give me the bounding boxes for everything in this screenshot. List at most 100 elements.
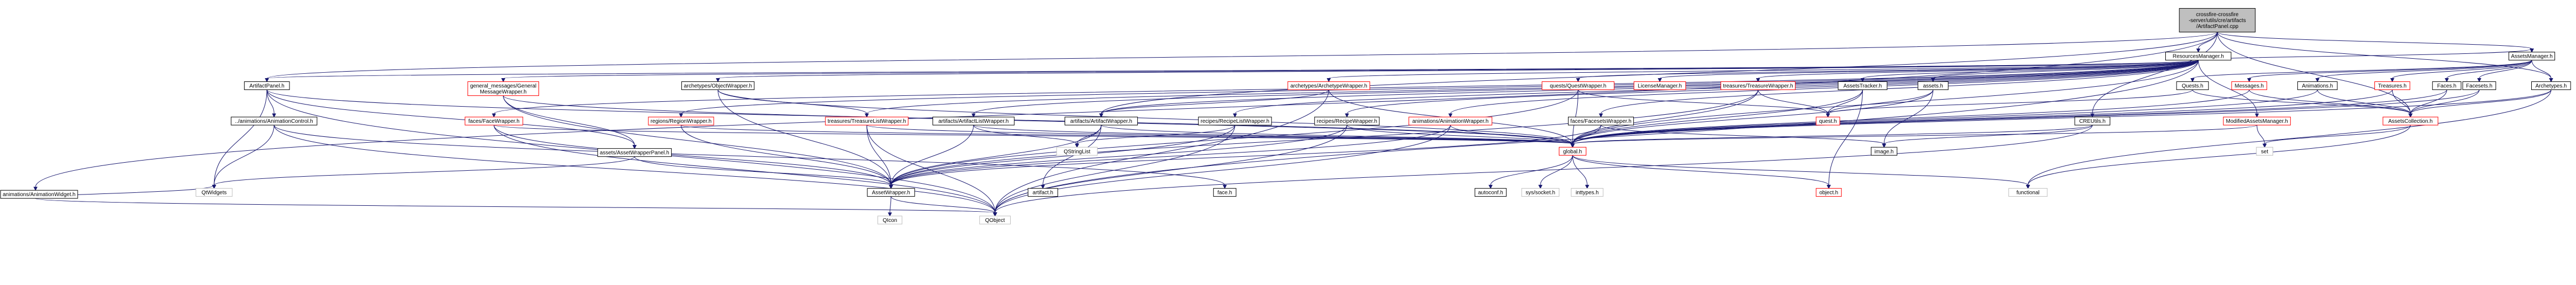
node-face[interactable]: face.h bbox=[1213, 188, 1237, 197]
node-label: AssetsTracker.h bbox=[1843, 84, 1882, 89]
node-global[interactable]: global.h bbox=[1558, 147, 1586, 156]
edge-line bbox=[266, 32, 2218, 79]
node-box bbox=[1521, 188, 1559, 197]
node-archetypewrapper[interactable]: archetypes/ArchetypeWrapper.h bbox=[1287, 81, 1370, 91]
edge-line bbox=[503, 60, 2199, 79]
edge-arrowhead bbox=[971, 113, 976, 118]
edge-arrowhead bbox=[33, 186, 38, 191]
edge-line bbox=[266, 60, 2199, 79]
node-recipewrapper[interactable]: recipes/RecipeWrapper.h bbox=[1314, 116, 1380, 126]
node-modifiedassetsmanager[interactable]: ModifiedAssetsManager.h bbox=[2223, 116, 2291, 126]
edge-arrowhead bbox=[1860, 78, 1865, 82]
node-animations[interactable]: Animations.h bbox=[2297, 81, 2338, 91]
node-root: crossfire-crossfire-server/utils/cre/art… bbox=[2179, 8, 2256, 33]
node-treasurelistwrapper[interactable]: treasures/TreasureListWrapper.h bbox=[825, 116, 909, 126]
node-questwrapper[interactable]: quests/QuestWrapper.h bbox=[1542, 81, 1615, 91]
edge-global-to-syssocket bbox=[1538, 155, 1573, 189]
edge-line bbox=[890, 125, 1235, 185]
node-animationwrapper[interactable]: animations/AnimationWrapper.h bbox=[1408, 116, 1493, 126]
edge-animationwrapper-to-assetwrapper bbox=[889, 125, 1451, 189]
node-recipelistwrapper[interactable]: recipes/RecipeListWrapper.h bbox=[1198, 116, 1272, 126]
edge-arrowhead bbox=[1576, 78, 1580, 82]
edge-assetsmanager-to-archetypes bbox=[2531, 60, 2553, 82]
node-label: quest.h bbox=[1819, 119, 1837, 124]
edge-animationcontrol-to-qtwidgets bbox=[212, 125, 274, 189]
node-quests[interactable]: Quests.h bbox=[2176, 81, 2209, 91]
node-facesetswrapper[interactable]: faces/FacesetsWrapper.h bbox=[1567, 116, 1634, 126]
edge-line bbox=[1932, 60, 2199, 79]
edge-arrowhead bbox=[1327, 78, 1331, 82]
node-facesets[interactable]: Facesets.h bbox=[2462, 81, 2496, 91]
node-licensemanager[interactable]: LicenseManager.h bbox=[1633, 81, 1686, 91]
edge-assetwrapperpanel-to-assetwrapper bbox=[634, 156, 893, 189]
edge-line bbox=[1572, 89, 2552, 144]
node-label: regions/RegionWrapper.h bbox=[651, 119, 712, 124]
node-animationwidget[interactable]: animations/AnimationWidget.h bbox=[0, 190, 78, 199]
node-assetwrapper[interactable]: AssetWrapper.h bbox=[867, 188, 915, 197]
edge-line bbox=[1600, 60, 2199, 114]
edge-line bbox=[866, 125, 892, 185]
node-box bbox=[1720, 81, 1796, 91]
node-archetypes[interactable]: Archetypes.h bbox=[2531, 81, 2571, 91]
edge-line bbox=[493, 124, 1573, 144]
edge-line bbox=[717, 89, 867, 114]
node-artifactlistwrapper[interactable]: artifacts/ArtifactListWrapper.h bbox=[933, 116, 1015, 126]
node-autoconf[interactable]: autoconf.h bbox=[1474, 188, 1507, 197]
node-assetscollection[interactable]: AssetsCollection.h bbox=[2382, 116, 2439, 126]
edge-line bbox=[1572, 89, 2480, 144]
edge-line bbox=[995, 125, 1235, 213]
node-assetwrapperpanel[interactable]: assets/AssetWrapperPanel.h bbox=[597, 148, 672, 157]
edge-line bbox=[1076, 124, 1235, 144]
node-artifactpanel[interactable]: ArtifactPanel.h bbox=[244, 81, 290, 91]
edge-resourcesmanager-to-artifactpanel bbox=[265, 60, 2199, 82]
edge-arrowhead bbox=[1826, 113, 1830, 118]
edge-line bbox=[213, 125, 274, 185]
node-box bbox=[2223, 116, 2291, 126]
node-box bbox=[1056, 147, 1098, 156]
node-artifactwrapper[interactable]: artifacts/ArtifactWrapper.h bbox=[1065, 116, 1138, 126]
node-treasurewrapper[interactable]: treasures/TreasureWrapper.h bbox=[1720, 81, 1796, 91]
node-artifact[interactable]: artifact.h bbox=[1027, 188, 1058, 197]
node-functional: functional bbox=[2008, 188, 2048, 197]
node-resourcesmanager[interactable]: ResourcesManager.h bbox=[2165, 52, 2232, 61]
node-assetstracker[interactable]: AssetsTracker.h bbox=[1838, 81, 1888, 91]
node-quest[interactable]: quest.h bbox=[1815, 116, 1840, 126]
edge-objectwrapper-to-treasurelistwrapper bbox=[717, 89, 869, 118]
node-regionwrapper[interactable]: regions/RegionWrapper.h bbox=[648, 116, 714, 126]
edge-line bbox=[1490, 155, 1573, 185]
edge-facewrapper-to-qobject bbox=[493, 125, 997, 217]
node-assetsmanager[interactable]: AssetsManager.h bbox=[2508, 52, 2556, 61]
edge-line bbox=[2256, 125, 2265, 144]
edge-line bbox=[1101, 124, 1573, 144]
node-label: faces/FacesetsWrapper.h bbox=[1570, 119, 1631, 124]
node-label: animations/AnimationWrapper.h bbox=[1412, 119, 1489, 124]
node-label: global.h bbox=[1563, 149, 1582, 155]
node-objectwrapper[interactable]: archetypes/ObjectWrapper.h bbox=[681, 81, 755, 91]
node-facewrapper[interactable]: faces/FaceWrapper.h bbox=[465, 116, 523, 126]
node-treasures[interactable]: Treasures.h bbox=[2374, 81, 2411, 91]
node-animationcontrol[interactable]: ../animations/AnimationControl.h bbox=[231, 116, 317, 126]
node-creutils[interactable]: CREUtils.h bbox=[2074, 116, 2110, 126]
edge-line bbox=[889, 196, 892, 213]
edge-arrowhead bbox=[1585, 185, 1590, 189]
edge-treasurewrapper-to-assetwrapper bbox=[889, 89, 1759, 189]
edge-line bbox=[35, 198, 996, 213]
node-box bbox=[2179, 8, 2256, 33]
node-assets[interactable]: assets.h bbox=[1917, 81, 1949, 91]
edge-arrowhead bbox=[2390, 78, 2395, 82]
node-set: set bbox=[2256, 147, 2274, 156]
edge-line bbox=[1540, 155, 1573, 185]
node-messages[interactable]: Messages.h bbox=[2231, 81, 2267, 91]
edge-line bbox=[890, 89, 1759, 185]
edge-arrowhead bbox=[1570, 143, 1575, 148]
node-label: artifacts/ArtifactListWrapper.h bbox=[938, 119, 1009, 124]
edge-treasurelistwrapper-to-qobject bbox=[866, 125, 997, 217]
node-faces[interactable]: Faces.h bbox=[2432, 81, 2462, 91]
edge-line bbox=[2198, 48, 2532, 61]
node-object[interactable]: object.h bbox=[1815, 188, 1842, 197]
node-image[interactable]: image.h bbox=[1870, 147, 1897, 156]
node-label: image.h bbox=[1875, 149, 1894, 155]
edge-line bbox=[890, 125, 1102, 185]
edge-global-to-functional bbox=[1572, 155, 2031, 189]
